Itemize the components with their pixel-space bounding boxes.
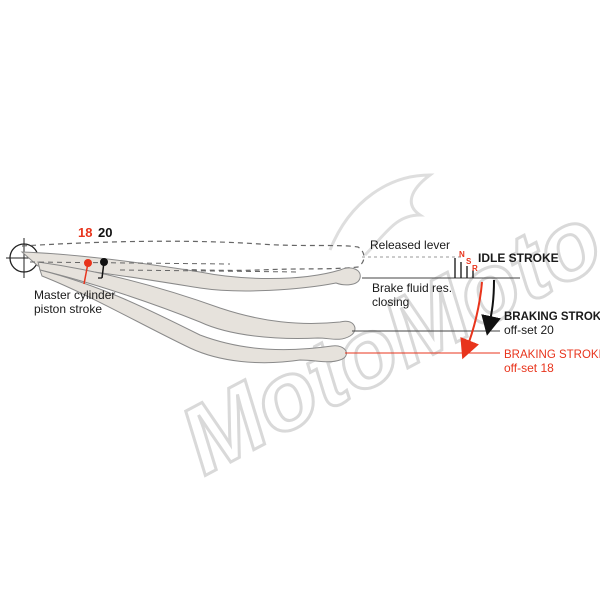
label-20: 20 bbox=[98, 225, 112, 240]
braking20-label-line1: BRAKING STROKE bbox=[504, 311, 600, 323]
tick-label-n: N bbox=[459, 250, 465, 259]
braking18-arrow bbox=[460, 281, 483, 360]
guide-dashed-2 bbox=[119, 269, 301, 273]
lever-braking-offset18 bbox=[39, 269, 347, 364]
piston-marker-20 bbox=[98, 258, 108, 279]
master-cylinder-label-line2: piston stroke bbox=[34, 302, 102, 316]
watermark-text: MotoMoto bbox=[164, 185, 600, 495]
released-lever-label: Released lever bbox=[370, 238, 450, 252]
braking18-label-line1: BRAKING STROKE bbox=[504, 349, 600, 361]
braking18-label-line2: off-set 18 bbox=[504, 361, 554, 375]
watermark: MotoMoto bbox=[162, 184, 600, 497]
master-cylinder-label-line1: Master cylinder bbox=[34, 288, 115, 302]
guide-dashed-1 bbox=[29, 261, 231, 265]
watermark-bird-icon bbox=[328, 173, 435, 257]
released-lever-outline bbox=[21, 240, 365, 272]
brake-fluid-label-line2: closing bbox=[372, 295, 409, 309]
tick-label-r: R bbox=[472, 264, 478, 273]
braking20-label-line2: off-set 20 bbox=[504, 323, 554, 337]
idle-stroke-label: IDLE STROKE bbox=[478, 251, 559, 265]
piston-marker-18 bbox=[83, 259, 92, 285]
label-18: 18 bbox=[78, 225, 92, 240]
brake-fluid-label-line1: Brake fluid res. bbox=[372, 281, 452, 295]
tick-label-s: S bbox=[466, 257, 472, 266]
nsr-ticks bbox=[454, 258, 474, 278]
braking20-arrow bbox=[481, 279, 501, 336]
lever-braking-offset20 bbox=[37, 261, 356, 340]
